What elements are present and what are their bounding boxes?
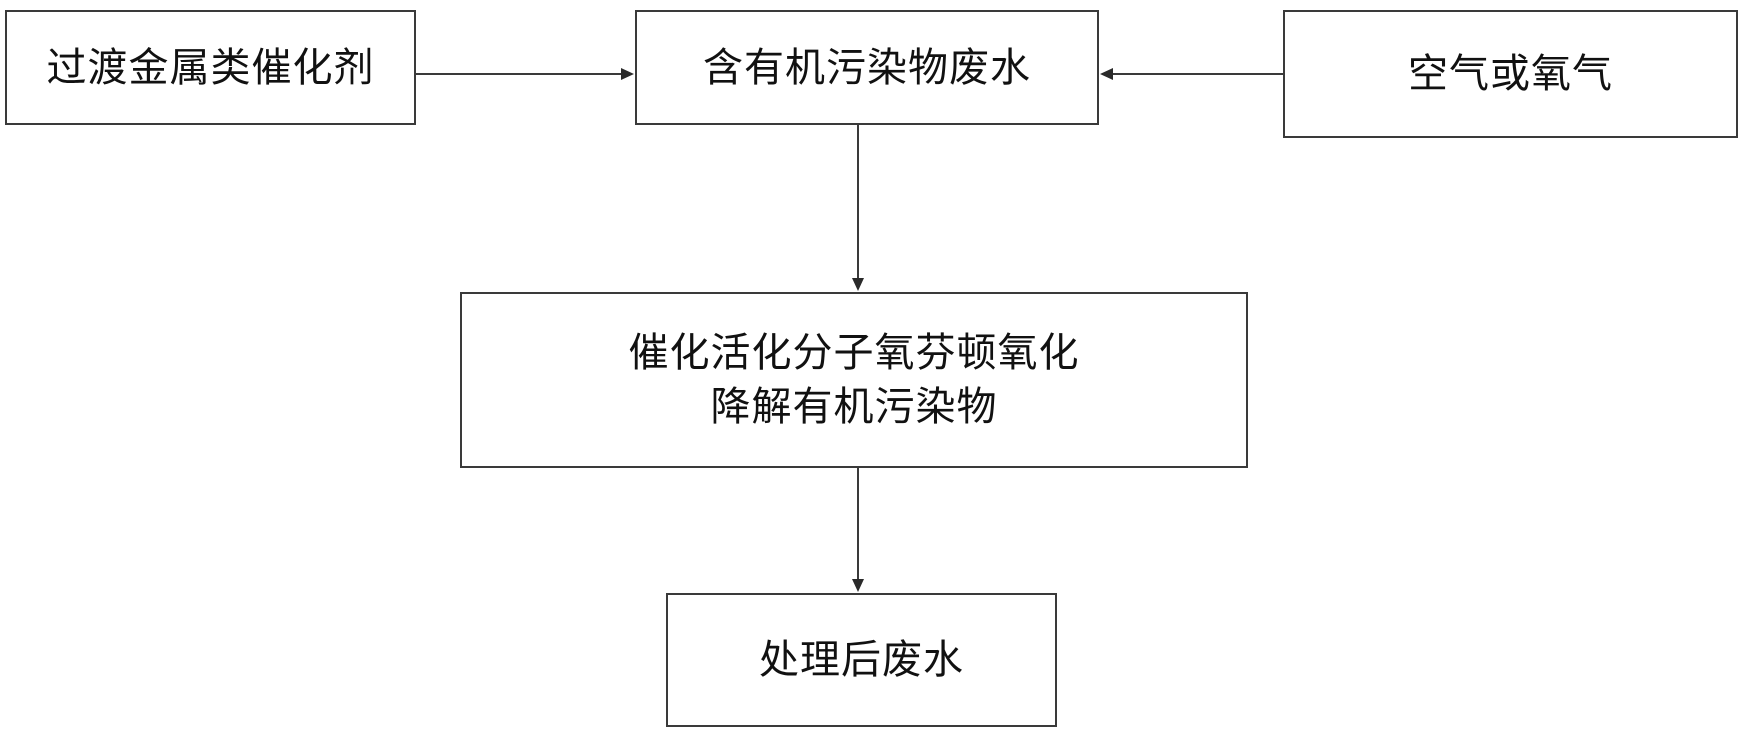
- node-oxygen-label: 空气或氧气: [1408, 51, 1613, 97]
- arrow-process-to-treated: [852, 468, 864, 592]
- node-wastewater-label: 含有机污染物废水: [703, 44, 1031, 91]
- node-process: 催化活化分子氧芬顿氧化 降解有机污染物: [460, 292, 1248, 468]
- arrow-oxygen-to-wastewater: [1100, 68, 1283, 80]
- arrow-wastewater-to-process: [852, 125, 864, 291]
- node-treated-label: 处理后废水: [759, 637, 964, 683]
- node-wastewater: 含有机污染物废水: [635, 10, 1099, 125]
- node-process-label: 催化活化分子氧芬顿氧化 降解有机污染物: [628, 330, 1080, 430]
- node-treated: 处理后废水: [666, 593, 1057, 727]
- node-oxygen: 空气或氧气: [1283, 10, 1738, 138]
- arrow-catalyst-to-wastewater: [416, 68, 634, 80]
- node-catalyst-label: 过渡金属类催化剂: [46, 44, 375, 91]
- node-catalyst: 过渡金属类催化剂: [5, 10, 416, 125]
